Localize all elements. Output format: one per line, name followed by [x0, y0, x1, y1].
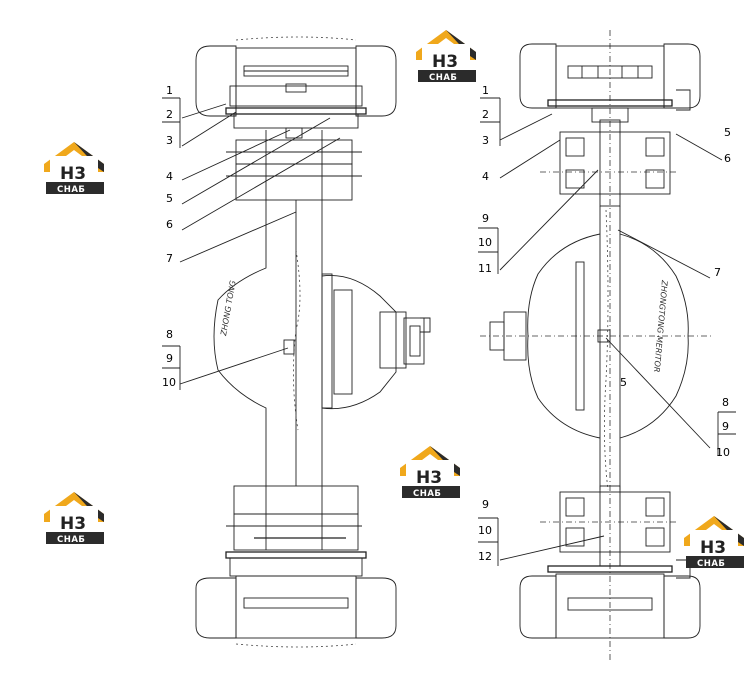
watermark-logo: H3 CHAБ	[44, 492, 104, 545]
right-housing-text: ZHONGTONG MERITOR	[652, 279, 669, 373]
left-callout-2: 2	[166, 108, 173, 121]
watermark-letters: H3	[700, 538, 726, 558]
left-bottom-wheel	[195, 551, 397, 648]
left-callout-3: 3	[166, 134, 173, 147]
left-callout-7: 7	[166, 252, 173, 265]
right-callout-3: 3	[482, 134, 489, 147]
watermark-logo: H3 CHAБ	[44, 142, 104, 195]
left-callout-4: 4	[166, 170, 173, 183]
left-callout-5: 5	[166, 192, 173, 205]
right-callout-9a: 9	[482, 212, 489, 225]
left-callout-9: 9	[166, 352, 173, 365]
right-callout-7: 7	[714, 266, 721, 279]
right-callout-11: 11	[478, 262, 492, 275]
right-callout-1: 1	[482, 84, 489, 97]
right-callout-9c: 9	[482, 498, 489, 511]
watermark-logo: H3 CHAБ	[684, 516, 744, 569]
watermark-caption: CHAБ	[429, 73, 457, 83]
right-callout-10b: 10	[716, 446, 730, 459]
left-callout-8: 8	[166, 328, 173, 341]
right-callout-8: 8	[722, 396, 729, 409]
right-callout-10c: 10	[478, 524, 492, 537]
watermark-caption: CHAБ	[57, 185, 85, 195]
right-callout-12: 12	[478, 550, 492, 563]
watermark-logo: H3 CHAБ	[400, 446, 460, 499]
watermark-caption: CHAБ	[697, 559, 725, 569]
right-callout-numbers: 1 2 3 4 5 6 9 10 11 7 8 9 10 9 10 12	[478, 84, 731, 563]
right-callout-6: 6	[724, 152, 731, 165]
watermark-letters: H3	[416, 468, 442, 488]
watermark-caption: CHAБ	[413, 489, 441, 499]
right-callout-10a: 10	[478, 236, 492, 249]
right-axle-view: ZHONGTONG MERITOR 5	[478, 30, 736, 662]
right-callout-4: 4	[482, 170, 489, 183]
watermark-letters: H3	[60, 164, 86, 184]
right-callout-9b: 9	[722, 420, 729, 433]
right-bottom-wheel	[519, 559, 701, 639]
watermark-logo: H3 CHAБ	[416, 30, 476, 83]
left-housing-text: ZHONG TONG	[219, 280, 238, 338]
right-top-wheel	[519, 43, 701, 111]
right-callout-2: 2	[482, 108, 489, 121]
left-callout-10: 10	[162, 376, 176, 389]
left-axle-view: ZHONG TONG	[162, 36, 431, 648]
left-callout-numbers: 1 2 3 4 5 6 7 8 9 10	[162, 84, 176, 389]
watermark-caption: CHAБ	[57, 535, 85, 545]
right-center-mark: 5	[620, 376, 627, 389]
watermark-letters: H3	[60, 514, 86, 534]
left-callout-1: 1	[166, 84, 173, 97]
left-callout-6: 6	[166, 218, 173, 231]
watermark-letters: H3	[432, 52, 458, 72]
right-callout-5: 5	[724, 126, 731, 139]
